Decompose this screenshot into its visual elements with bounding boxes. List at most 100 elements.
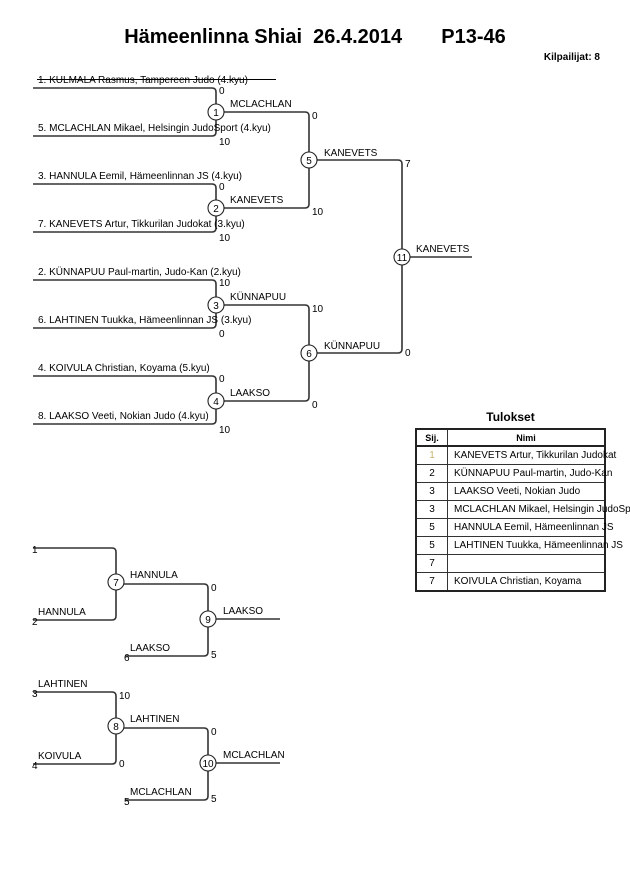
name-cell: KOIVULA Christian, Koyama — [447, 572, 606, 592]
match-circle-number: 4 — [213, 397, 219, 408]
match-circle — [199, 754, 217, 772]
match-circle — [207, 199, 225, 217]
results-title: Tulokset — [486, 410, 535, 424]
name-cell: MCLACHLAN Mikael, Helsingin JudoSport — [447, 500, 630, 519]
competitor-count: Kilpailijat: 8 — [543, 52, 600, 63]
match-score: 0 — [219, 374, 225, 385]
competitor-entry: 7. KANEVETS Artur, Tikkurilan Judokat (3… — [38, 219, 245, 230]
match-winner: KÜNNAPUU — [324, 340, 380, 352]
competitor-entry: 4. KOIVULA Christian, Koyama (5.kyu) — [38, 363, 210, 374]
match-score: 0 — [211, 727, 217, 738]
rank-cell: 3 — [415, 500, 448, 519]
match-circle-final-number: 11 — [397, 253, 408, 264]
match-score: 0 — [312, 111, 318, 122]
match-circle-final — [393, 248, 411, 266]
event-date: 26.4.2014 — [313, 26, 403, 48]
match-circle — [207, 296, 225, 314]
match-circle-number: 3 — [213, 301, 219, 312]
seed-marker: 6 — [124, 653, 130, 664]
repechage-entry: LAHTINEN — [38, 679, 87, 690]
match-winner: MCLACHLAN — [223, 750, 285, 761]
match-winner: LAHTINEN — [130, 714, 179, 725]
match-score: 0 — [119, 759, 125, 770]
competitor-entry: 5. MCLACHLAN Mikael, Helsingin JudoSport… — [38, 123, 271, 134]
match-score: 10 — [119, 691, 131, 702]
match-circle — [207, 103, 225, 121]
match-score: 10 — [312, 207, 324, 218]
match-score: 0 — [219, 86, 225, 97]
match-score: 10 — [312, 304, 324, 315]
match-circle — [300, 344, 318, 362]
match-winner: LAAKSO — [230, 388, 270, 399]
match-score: 0 — [312, 400, 318, 411]
match-score: 5 — [211, 794, 217, 805]
final-winner: KANEVETS — [416, 244, 470, 255]
event-name: Hämeenlinna Shiai — [124, 26, 303, 48]
page-title: Hämeenlinna Shiai 26.4.2014 P13-46 — [0, 26, 630, 49]
column-header-name: Nimi — [447, 428, 606, 447]
name-cell: LAHTINEN Tuukka, Hämeenlinnan JS — [447, 536, 623, 555]
match-score: 7 — [405, 159, 411, 170]
competitor-entry: 2. KÜNNAPUU Paul-martin, Judo-Kan (2.kyu… — [38, 266, 241, 278]
match-circle-number: 9 — [205, 615, 211, 626]
rank-cell: 7 — [415, 554, 448, 573]
rank-cell: 7 — [415, 572, 448, 592]
match-winner: KANEVETS — [324, 148, 378, 159]
seed-marker: 4 — [32, 761, 38, 772]
match-circle-number: 7 — [113, 578, 119, 589]
match-score: 0 — [219, 182, 225, 193]
rank-cell: 1 — [415, 445, 448, 465]
column-header-rank: Sij. — [415, 428, 448, 447]
match-score: 0 — [219, 329, 225, 340]
competitor-entry: 1. KULMALA Rasmus, Tampereen Judo (4.kyu… — [38, 75, 248, 86]
match-circle — [300, 151, 318, 169]
name-cell: KANEVETS Artur, Tikkurilan Judokat — [447, 445, 616, 465]
match-winner: KANEVETS — [230, 195, 284, 206]
bracket-line-final — [309, 159, 403, 354]
match-score: 10 — [219, 278, 231, 289]
match-score: 0 — [211, 583, 217, 594]
table-row: 7 — [415, 554, 606, 573]
rank-cell: 2 — [415, 464, 448, 483]
match-winner: MCLACHLAN — [230, 99, 292, 110]
match-score: 5 — [211, 650, 217, 661]
match-circle — [107, 717, 125, 735]
repechage-entry: HANNULA — [38, 607, 86, 618]
match-score: 10 — [219, 425, 231, 436]
rank-cell: 5 — [415, 536, 448, 555]
match-winner: HANNULA — [130, 570, 178, 581]
match-winner: KÜNNAPUU — [230, 291, 286, 303]
match-circle-number: 1 — [213, 108, 219, 119]
match-circle-number: 5 — [306, 156, 312, 167]
competitor-entry: 6. LAHTINEN Tuukka, Hämeenlinnan JS (3.k… — [38, 315, 251, 326]
name-cell: HANNULA Eemil, Hämeenlinnan JS — [447, 518, 614, 537]
rank-cell: 5 — [415, 518, 448, 537]
repechage-entry: KOIVULA — [38, 751, 82, 762]
name-cell: KÜNNAPUU Paul-martin, Judo-Kan — [447, 464, 612, 483]
competitor-entry: 3. HANNULA Eemil, Hämeenlinnan JS (4.kyu… — [38, 171, 242, 182]
seed-marker: 5 — [124, 797, 130, 808]
match-circle — [107, 573, 125, 591]
match-circle — [199, 610, 217, 628]
match-circle-number: 8 — [113, 722, 119, 733]
repechage-entry: MCLACHLAN — [130, 787, 192, 798]
match-circle-number: 6 — [306, 349, 312, 360]
match-score: 0 — [405, 348, 411, 359]
rank-cell: 3 — [415, 482, 448, 501]
name-cell: LAAKSO Veeti, Nokian Judo — [447, 482, 606, 501]
seed-marker: 1 — [32, 545, 38, 556]
match-score: 10 — [219, 137, 231, 148]
match-circle-number: 2 — [213, 204, 219, 215]
results-header-row: Sij. Nimi — [415, 428, 606, 447]
seed-marker: 2 — [32, 617, 38, 628]
repechage-entry: LAAKSO — [130, 643, 170, 654]
seed-marker: 3 — [32, 689, 38, 700]
